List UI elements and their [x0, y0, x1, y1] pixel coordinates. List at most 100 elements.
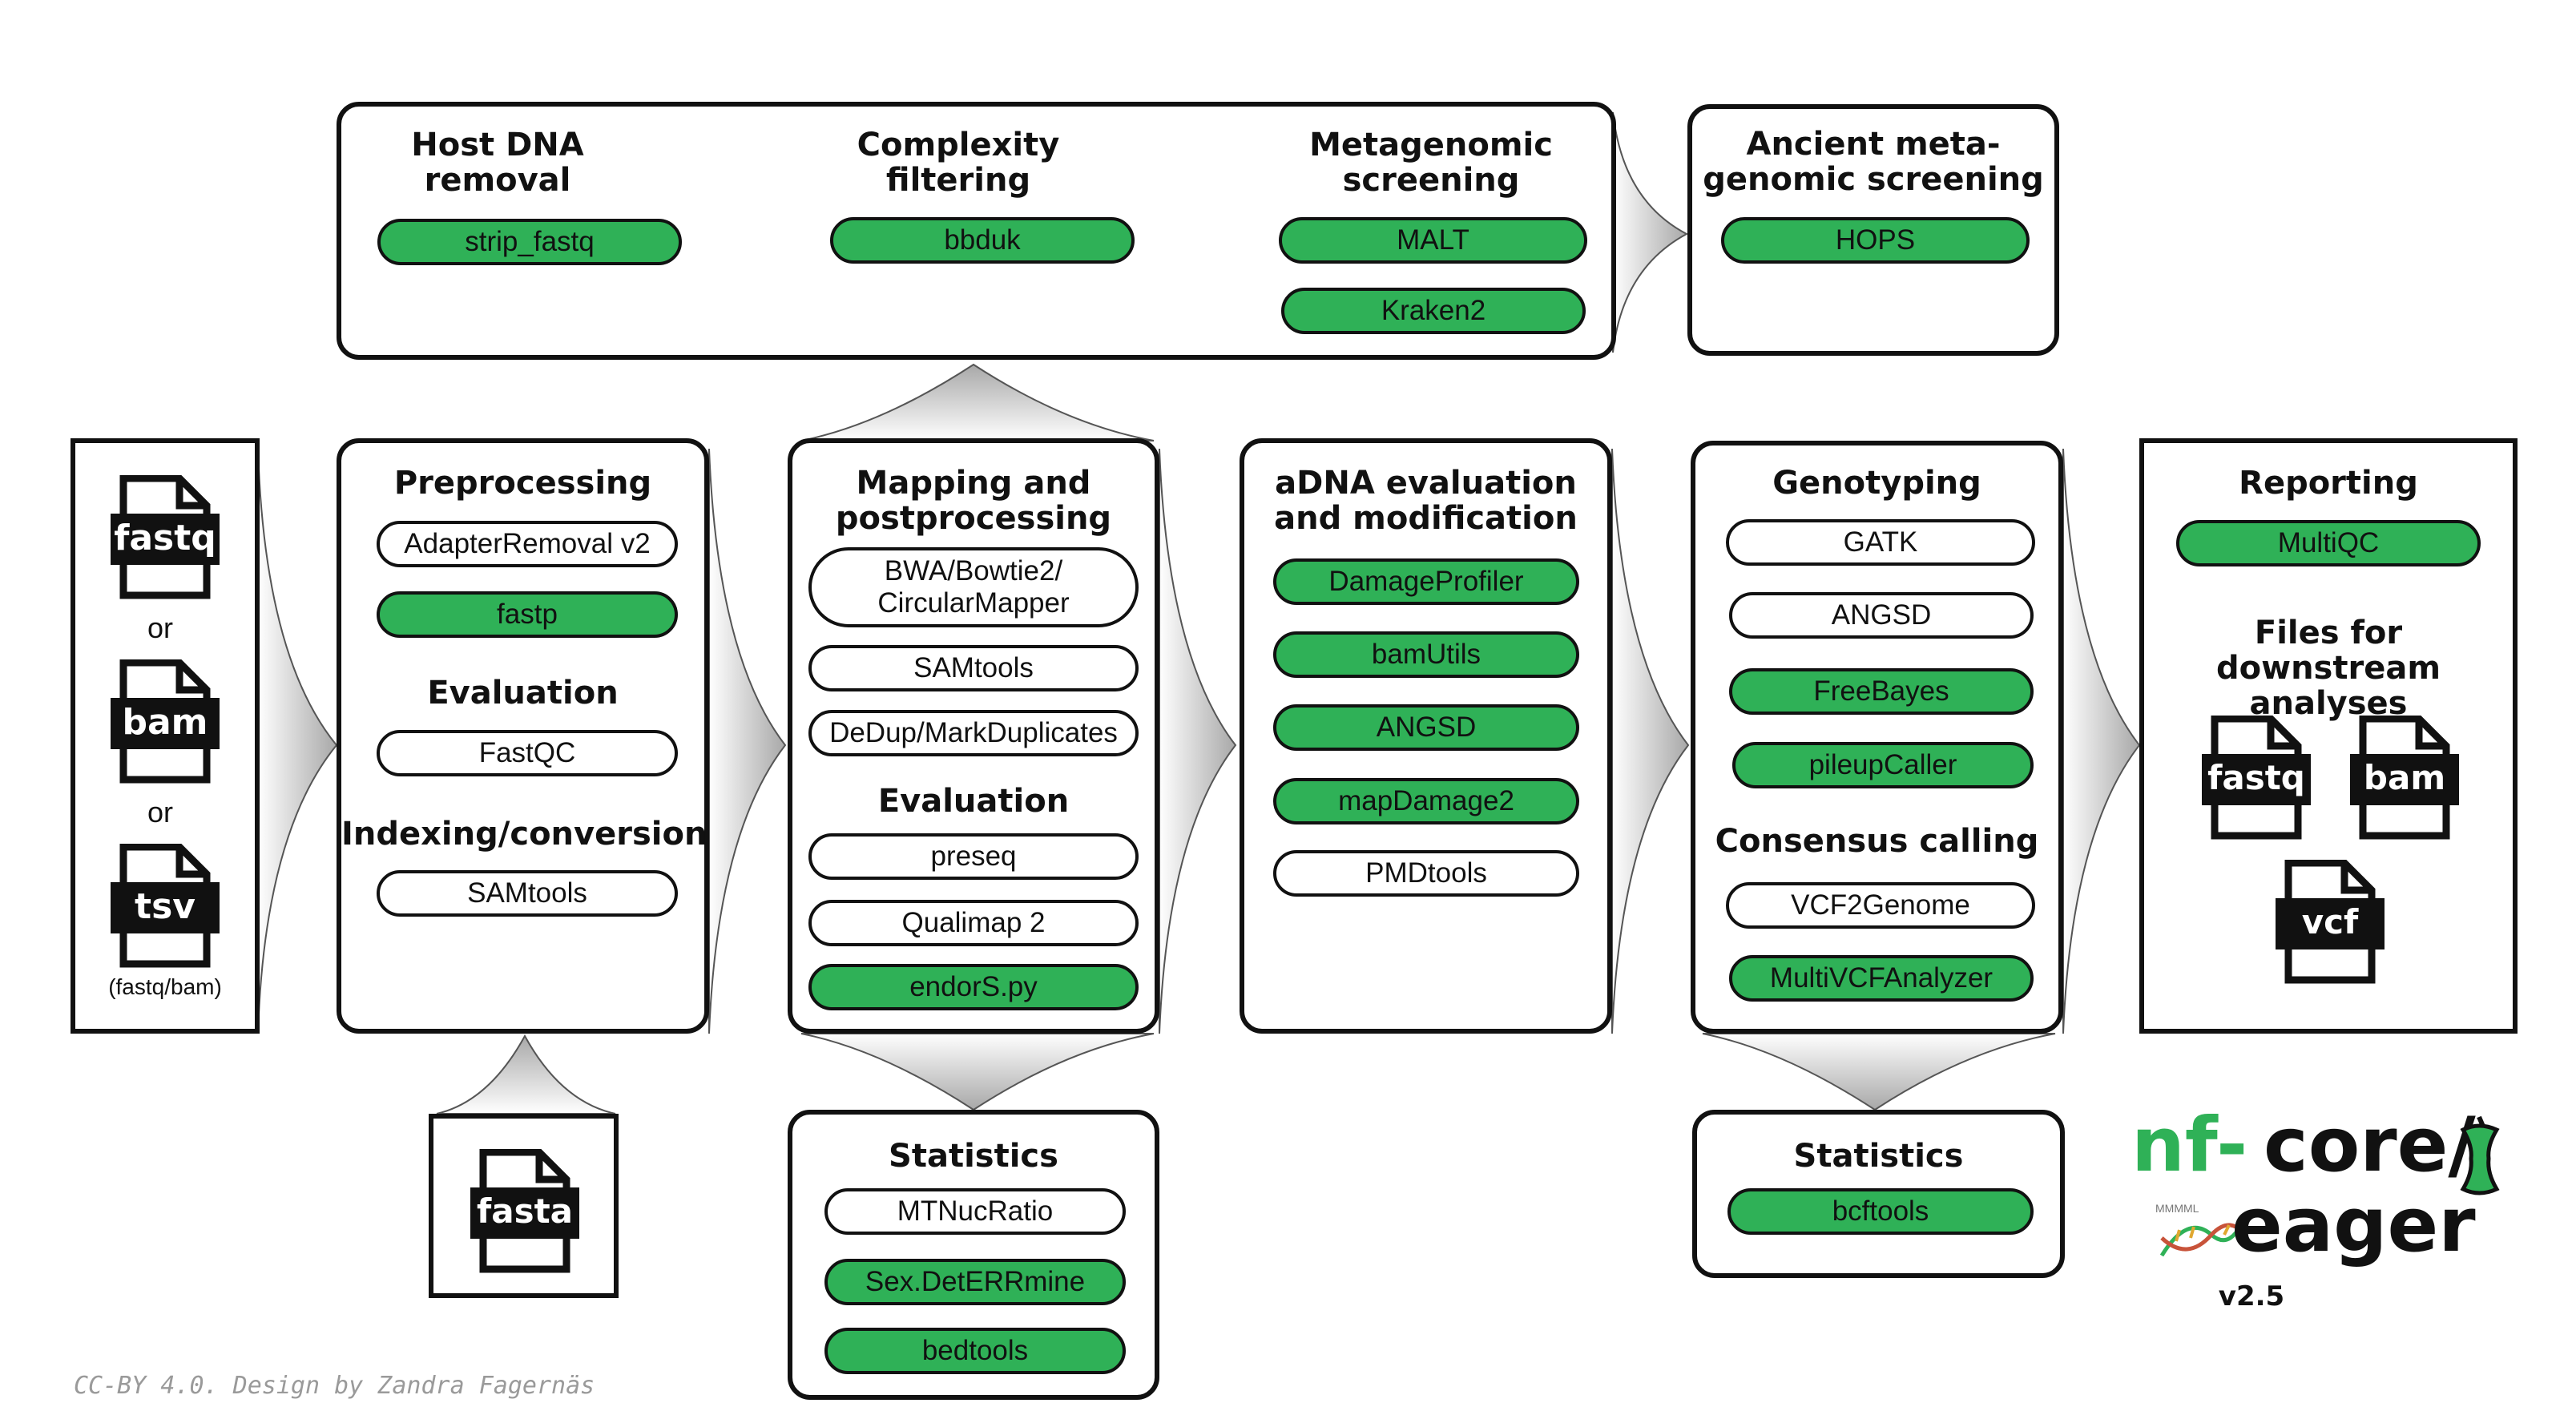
mapping-statistics-box: Statistics MTNucRatio Sex.DetERRmine bed… — [788, 1110, 1159, 1400]
mapping-box: Mapping and postprocessing BWA/Bowtie2/ … — [788, 438, 1159, 1034]
consensus-title: Consensus calling — [1715, 823, 2039, 860]
preprocessing-title: Preprocessing — [393, 465, 652, 502]
tool-kraken2[interactable]: Kraken2 — [1281, 288, 1586, 334]
arrow-metagenomic-to-ancient — [1612, 111, 1689, 353]
input-box: fastq or bam or tsv (fastq/bam) — [71, 438, 260, 1034]
arrow-preprocessing-to-mapping — [708, 448, 787, 1034]
reference-box: fasta — [429, 1114, 619, 1298]
tool-gatk[interactable]: GATK — [1726, 519, 2035, 566]
tool-multiqc[interactable]: MultiQC — [2176, 520, 2481, 566]
logo-core: core/ — [2264, 1102, 2476, 1189]
screening-title-line-2: screening — [1342, 162, 1520, 199]
tool-multivcfanalyzer[interactable]: MultiVCFAnalyzer — [1729, 955, 2034, 1002]
bam-file-icon — [111, 659, 220, 784]
preprocessing-evaluation-title: Evaluation — [427, 675, 619, 712]
reporting-title: Reporting — [2239, 465, 2418, 502]
tool-bamutils[interactable]: bamUtils — [1273, 631, 1579, 678]
tool-qualimap[interactable]: Qualimap 2 — [808, 900, 1139, 946]
tool-fastqc[interactable]: FastQC — [377, 730, 678, 776]
vcf-output-file-icon — [2276, 860, 2385, 984]
adna-title: aDNA evaluation and modification — [1244, 466, 1607, 536]
arrow-genotyping-to-statistics — [1702, 1033, 2056, 1111]
tool-sex-determrmine[interactable]: Sex.DetERRmine — [824, 1259, 1126, 1305]
screening-title: Metagenomic screening — [1263, 127, 1599, 198]
tsv-note: (fastq/bam) — [108, 974, 222, 999]
preprocessing-box: Preprocessing AdapterRemoval v2 fastp Ev… — [337, 438, 709, 1034]
genotyping-statistics-box: Statistics bcftools — [1692, 1110, 2065, 1278]
tool-malt[interactable]: MALT — [1279, 217, 1587, 264]
or-label-1: or — [147, 611, 174, 644]
complexity-title: Complexity filtering — [790, 127, 1127, 198]
tool-vcf2genome[interactable]: VCF2Genome — [1726, 882, 2035, 929]
tool-strip-fastq[interactable]: strip_fastq — [377, 219, 682, 265]
mapping-evaluation-title: Evaluation — [877, 783, 1070, 820]
tool-fastp[interactable]: fastp — [377, 591, 678, 638]
tool-endors[interactable]: endorS.py — [808, 964, 1139, 1010]
fasta-file-icon — [470, 1149, 579, 1273]
fastq-output-file-icon — [2202, 716, 2311, 840]
mapping-statistics-title: Statistics — [889, 1138, 1058, 1175]
ancient-screening-title-line-1: Ancient meta- — [1746, 126, 2001, 163]
tool-angsd-genotyping[interactable]: ANGSD — [1729, 592, 2034, 639]
ancient-screening-title: Ancient meta- genomic screening — [1692, 127, 2054, 197]
tool-damageprofiler[interactable]: DamageProfiler — [1273, 558, 1579, 605]
tool-preseq[interactable]: preseq — [808, 833, 1139, 880]
arrow-mapping-to-metagenomics — [800, 363, 1155, 441]
tool-hops[interactable]: HOPS — [1721, 217, 2030, 264]
arrow-input-to-preprocessing — [257, 448, 338, 1034]
host-removal-title-line-2: removal — [424, 162, 571, 199]
complexity-title-line-2: filtering — [885, 162, 1031, 199]
tool-bwa-bowtie-circularmapper[interactable]: BWA/Bowtie2/ CircularMapper — [808, 547, 1139, 627]
tool-mapdamage2[interactable]: mapDamage2 — [1273, 778, 1579, 824]
logo-version: v2.5 — [2218, 1280, 2285, 1312]
tool-pmdtools[interactable]: PMDtools — [1273, 850, 1579, 897]
vcf-output-file-label: vcf — [2301, 902, 2359, 941]
tool-bbduk[interactable]: bbduk — [830, 217, 1135, 264]
tool-adapterremoval[interactable]: AdapterRemoval v2 — [377, 521, 678, 567]
or-label-2: or — [147, 796, 174, 828]
mapping-title: Mapping and postprocessing — [792, 466, 1155, 536]
arrow-mapping-to-adna — [1159, 448, 1237, 1034]
host-removal-title-line-1: Host DNA — [411, 127, 584, 163]
tool-freebayes[interactable]: FreeBayes — [1729, 668, 2034, 715]
arrow-mapping-to-statistics — [800, 1033, 1155, 1111]
downstream-files-title: Files for downstream analyses — [2144, 615, 2513, 721]
tool-mtnucratio[interactable]: MTNucRatio — [824, 1188, 1126, 1235]
tsv-file-icon — [111, 844, 220, 968]
apple-core-icon — [2460, 1115, 2500, 1195]
tool-samtools-index[interactable]: SAMtools — [377, 870, 678, 917]
tool-samtools[interactable]: SAMtools — [808, 645, 1139, 691]
fastq-file-icon — [111, 475, 220, 599]
tsv-file-label: tsv — [135, 886, 196, 927]
fastq-file-label: fastq — [114, 518, 216, 558]
tool-bcftools[interactable]: bcftools — [1727, 1188, 2034, 1235]
reporting-box: Reporting MultiQC Files for downstream a… — [2139, 438, 2518, 1034]
tool-pileupcaller[interactable]: pileupCaller — [1732, 742, 2034, 788]
credit-text: CC-BY 4.0. Design by Zandra Fagernäs — [74, 1372, 595, 1400]
mapping-title-line-1: Mapping and — [856, 465, 1091, 502]
nf-core-eager-logo: nf- core/ MMMML eager v2.5 — [2131, 1106, 2508, 1314]
tool-angsd-adna[interactable]: ANGSD — [1273, 704, 1579, 751]
bam-output-file-icon — [2350, 716, 2459, 840]
bam-output-file-label: bam — [2363, 758, 2446, 797]
downstream-files-title-line-1: Files for downstream — [2216, 615, 2441, 687]
complexity-title-line-1: Complexity — [857, 127, 1060, 163]
fastq-output-file-label: fastq — [2207, 758, 2305, 797]
genotyping-box: Genotyping GATK ANGSD FreeBayes pileupCa… — [1691, 441, 2063, 1034]
host-removal-title: Host DNA removal — [341, 127, 654, 198]
tool-dedup-markduplicates[interactable]: DeDup/MarkDuplicates — [808, 710, 1139, 756]
metagenomics-box: Host DNA removal strip_fastq Complexity … — [337, 102, 1616, 360]
arrow-genotyping-to-reporting — [2062, 448, 2141, 1034]
tool-bwa-line-1: BWA/Bowtie2/ — [884, 555, 1063, 587]
tool-bedtools[interactable]: bedtools — [824, 1328, 1126, 1374]
adna-box: aDNA evaluation and modification DamageP… — [1240, 438, 1612, 1034]
indexing-title: Indexing/conversion — [341, 816, 707, 853]
tool-bwa-line-2: CircularMapper — [877, 587, 1070, 619]
genotyping-title: Genotyping — [1772, 465, 1981, 502]
adna-title-line-2: and modification — [1274, 500, 1578, 537]
bam-file-label: bam — [122, 702, 208, 743]
mapping-title-line-2: postprocessing — [835, 500, 1112, 537]
dna-helix-icon — [2159, 1211, 2249, 1257]
logo-eager: eager — [2231, 1182, 2476, 1269]
